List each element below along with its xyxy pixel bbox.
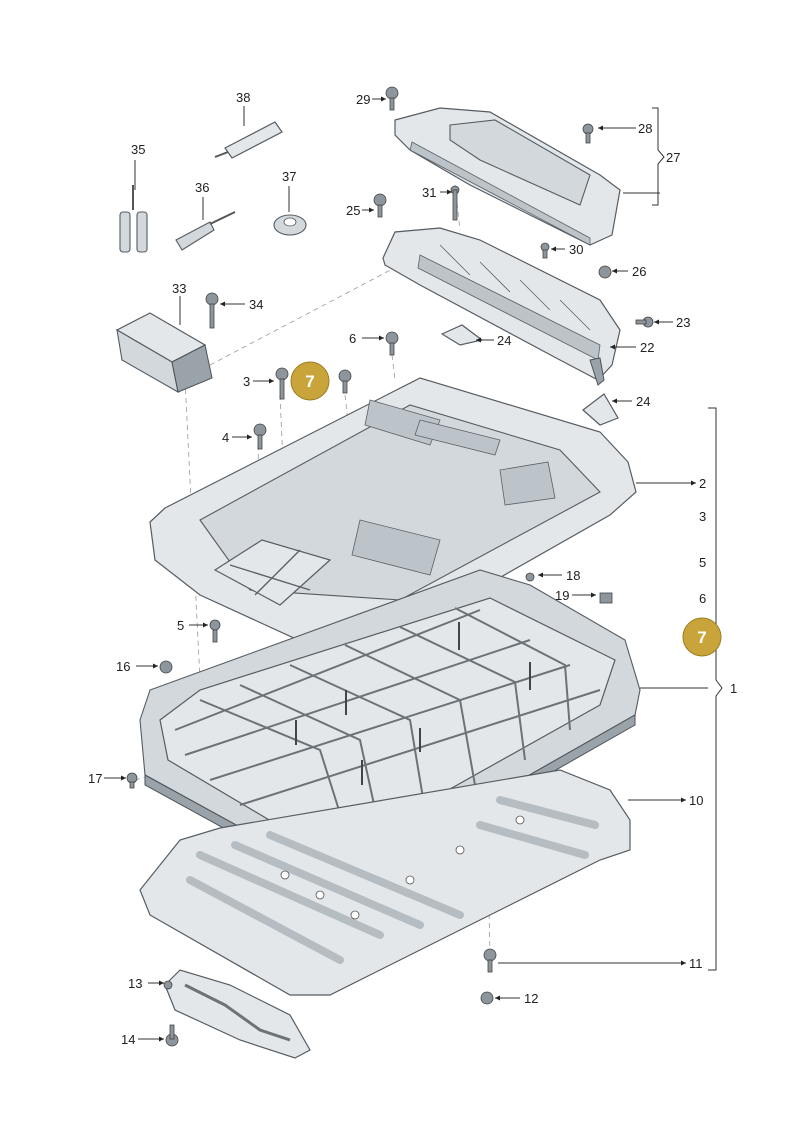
label-27: 27 [666,150,680,165]
badge-7-center: 7 [290,361,330,401]
callout-labels: 29 28 27 31 25 30 26 23 22 24 24 6 34 33… [88,90,737,1047]
label-12: 12 [524,991,538,1006]
control-unit-33 [115,312,213,394]
label-5-left: 5 [177,618,184,633]
label-6-left: 6 [349,331,356,346]
svg-text:7: 7 [697,628,706,647]
upper-cover-27 [394,107,621,246]
label-35: 35 [131,142,145,157]
label-37: 37 [282,169,296,184]
label-25: 25 [346,203,360,218]
label-10: 10 [689,793,703,808]
label-3-right: 3 [699,509,706,524]
tool-36 [175,221,215,251]
label-2: 2 [699,476,706,491]
label-38: 38 [236,90,250,105]
label-23: 23 [676,315,690,330]
label-16: 16 [116,659,130,674]
battery-housing-1 [139,569,641,871]
tool-36-tip [209,211,236,225]
leader-lines [104,98,723,1040]
label-22: 22 [640,340,654,355]
bracket-13 [164,969,311,1059]
label-17: 17 [88,771,102,786]
label-3-left: 3 [243,374,250,389]
tape-roll-37 [273,214,307,236]
label-31: 31 [422,185,436,200]
label-30: 30 [569,242,583,257]
label-13: 13 [128,976,142,991]
label-34: 34 [249,297,263,312]
fasteners [126,86,654,1047]
label-33: 33 [172,281,186,296]
label-19: 19 [555,588,569,603]
label-11: 11 [689,956,703,971]
badge-7-right: 7 [682,617,722,657]
seal-24-lower [582,393,619,426]
label-24-lower: 24 [636,394,650,409]
label-24-upper: 24 [497,333,511,348]
label-18: 18 [566,568,580,583]
seal-24-upper [440,324,484,346]
svg-text:7: 7 [305,372,314,391]
label-6-right: 6 [699,591,706,606]
label-29: 29 [356,92,370,107]
label-1: 1 [730,681,737,696]
arrowheads [121,96,696,1042]
underbody-plate-10 [139,769,631,996]
label-5-right: 5 [699,555,706,570]
battery-cover-2 [149,377,637,651]
label-28: 28 [638,121,652,136]
label-36: 36 [195,180,209,195]
label-4: 4 [222,430,229,445]
label-14: 14 [121,1032,135,1047]
label-26: 26 [632,264,646,279]
tool-35 [119,185,148,253]
module-tray-22 [382,227,621,386]
tube-38 [214,121,283,159]
